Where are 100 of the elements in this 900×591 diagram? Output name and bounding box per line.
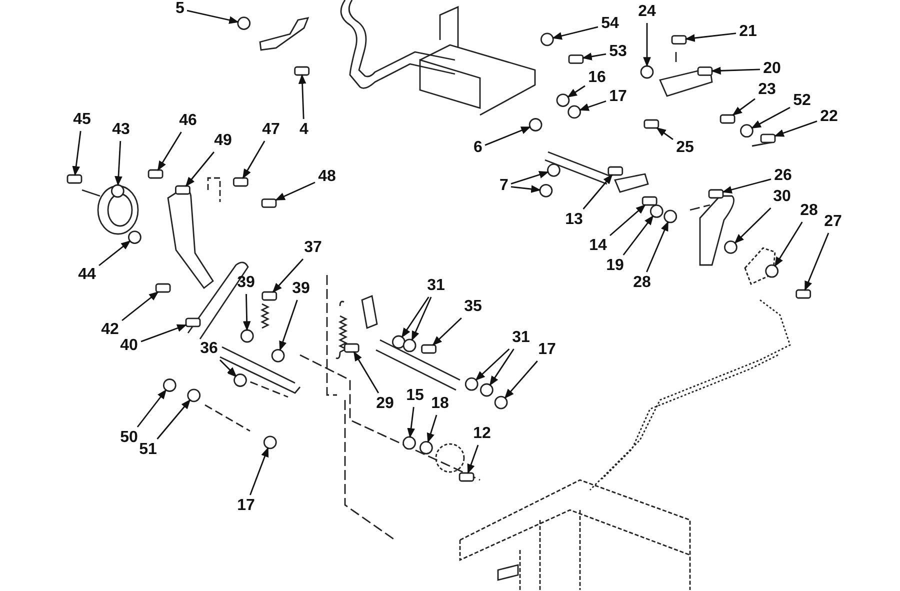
washer [271,348,285,362]
leader-line [552,26,598,40]
callout-number: 31 [427,278,445,294]
washer [556,94,570,107]
callout-number: 36 [200,341,218,357]
callout-number: 37 [304,240,322,256]
pin [175,185,190,195]
washer [568,105,582,119]
pin [568,54,584,64]
callout-number: 17 [538,342,556,358]
callout-number: 19 [606,258,624,274]
leader-line [489,348,514,386]
washer [128,230,142,244]
leader-line [722,178,772,194]
pin [262,291,278,301]
washer [547,163,560,177]
leader-line [401,296,430,338]
callout-number: 49 [214,133,232,149]
callout-number: 50 [120,430,138,446]
pin [421,344,436,354]
leader-line [582,52,606,60]
washer [110,184,124,198]
leader-line [751,106,790,129]
callout-number: 35 [464,299,482,315]
callout-number: 46 [179,113,197,129]
callout-number: 40 [120,338,138,354]
leader-line [467,444,479,474]
washer [724,240,738,254]
callout-number: 15 [406,388,424,404]
pin [155,283,171,293]
pin [148,169,164,179]
pin [796,289,812,299]
pin [671,35,687,44]
leader-line [646,221,669,272]
callout-number: 52 [793,93,811,109]
washer [263,436,277,450]
leader-line [242,140,266,179]
leader-line [407,406,415,438]
callout-number: 54 [601,16,619,32]
callout-number: 21 [739,24,757,40]
leader-line [475,348,510,381]
callout-number: 22 [820,109,838,125]
callout-number: 43 [112,122,130,138]
callout-number: 25 [676,140,694,156]
callout-number: 47 [262,122,280,138]
washer [402,338,416,352]
callout-number: 16 [588,70,606,86]
callout-number: 26 [774,168,792,184]
callout-number: 45 [73,112,91,128]
leader-line [656,127,674,140]
pin [66,174,82,184]
leader-line [272,258,304,293]
callout-number: 23 [758,82,776,98]
callout-number: 44 [78,267,96,283]
leader-line [582,174,613,210]
leader-line [685,32,736,42]
callout-number: 51 [139,442,157,458]
washer [420,441,433,454]
leader-line [610,204,646,236]
washer [480,383,494,397]
washer [650,204,664,218]
washer [664,210,678,224]
washer [528,118,542,132]
pin [261,198,277,208]
callout-number: 17 [237,498,255,514]
leader-line [411,296,432,341]
leader-line [242,294,251,331]
pin [642,196,658,206]
pin [185,318,201,328]
callout-number: 29 [376,396,394,412]
leader-line [157,132,182,171]
callout-number: 4 [300,122,308,138]
leader-line [510,170,549,184]
leader-line [156,399,191,440]
callout-number: 17 [609,89,627,105]
washer [464,377,478,391]
leader-line [734,208,772,244]
leader-line [732,98,756,116]
pin [708,189,724,199]
leader-line [72,130,82,176]
leader-line [504,360,538,399]
callout-number: 39 [237,275,255,291]
callout-number: 12 [473,426,491,442]
leader-line [643,23,651,67]
washer [402,436,416,450]
leader-line [298,74,306,120]
callout-number: 28 [633,275,651,291]
leader-line [186,10,239,24]
leader-line [140,324,187,342]
pin [232,177,248,187]
leader-line [279,300,298,351]
washer [640,65,654,79]
pin [294,66,310,76]
leader-line [579,100,606,111]
callout-number: 27 [824,214,842,230]
callout-number: 5 [176,1,184,17]
leader-line [353,351,380,394]
leader-line [432,318,462,346]
washer [187,388,201,402]
pin [720,114,736,124]
